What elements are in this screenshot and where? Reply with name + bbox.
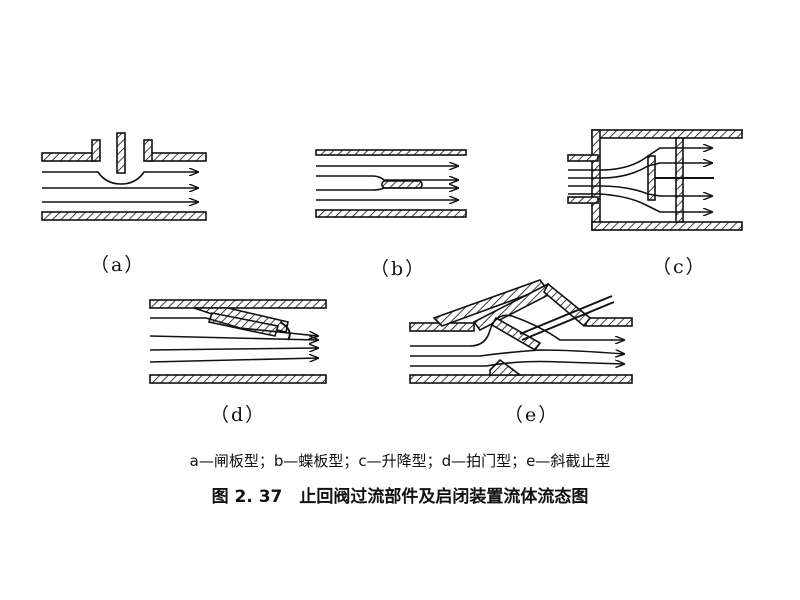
diagram-e-oblique-globe-valve xyxy=(409,279,633,384)
diagram-d-flap-valve xyxy=(149,299,327,384)
label-a: （a） xyxy=(90,254,146,276)
label-e: （e） xyxy=(504,404,560,426)
label-d: （d） xyxy=(210,404,267,426)
diagram-b-butterfly-valve xyxy=(315,149,467,218)
legend-text: a—闸板型；b—蝶板型；c—升降型；d—拍门型；e—斜截止型 xyxy=(189,452,611,470)
label-c: （c） xyxy=(652,256,707,278)
label-b: （b） xyxy=(370,258,427,280)
diagram-a-gate-valve xyxy=(41,132,207,221)
diagram-c-lift-valve xyxy=(567,129,743,231)
figure-caption: 图 2. 37 止回阀过流部件及启闭装置流体流态图 xyxy=(211,487,589,507)
